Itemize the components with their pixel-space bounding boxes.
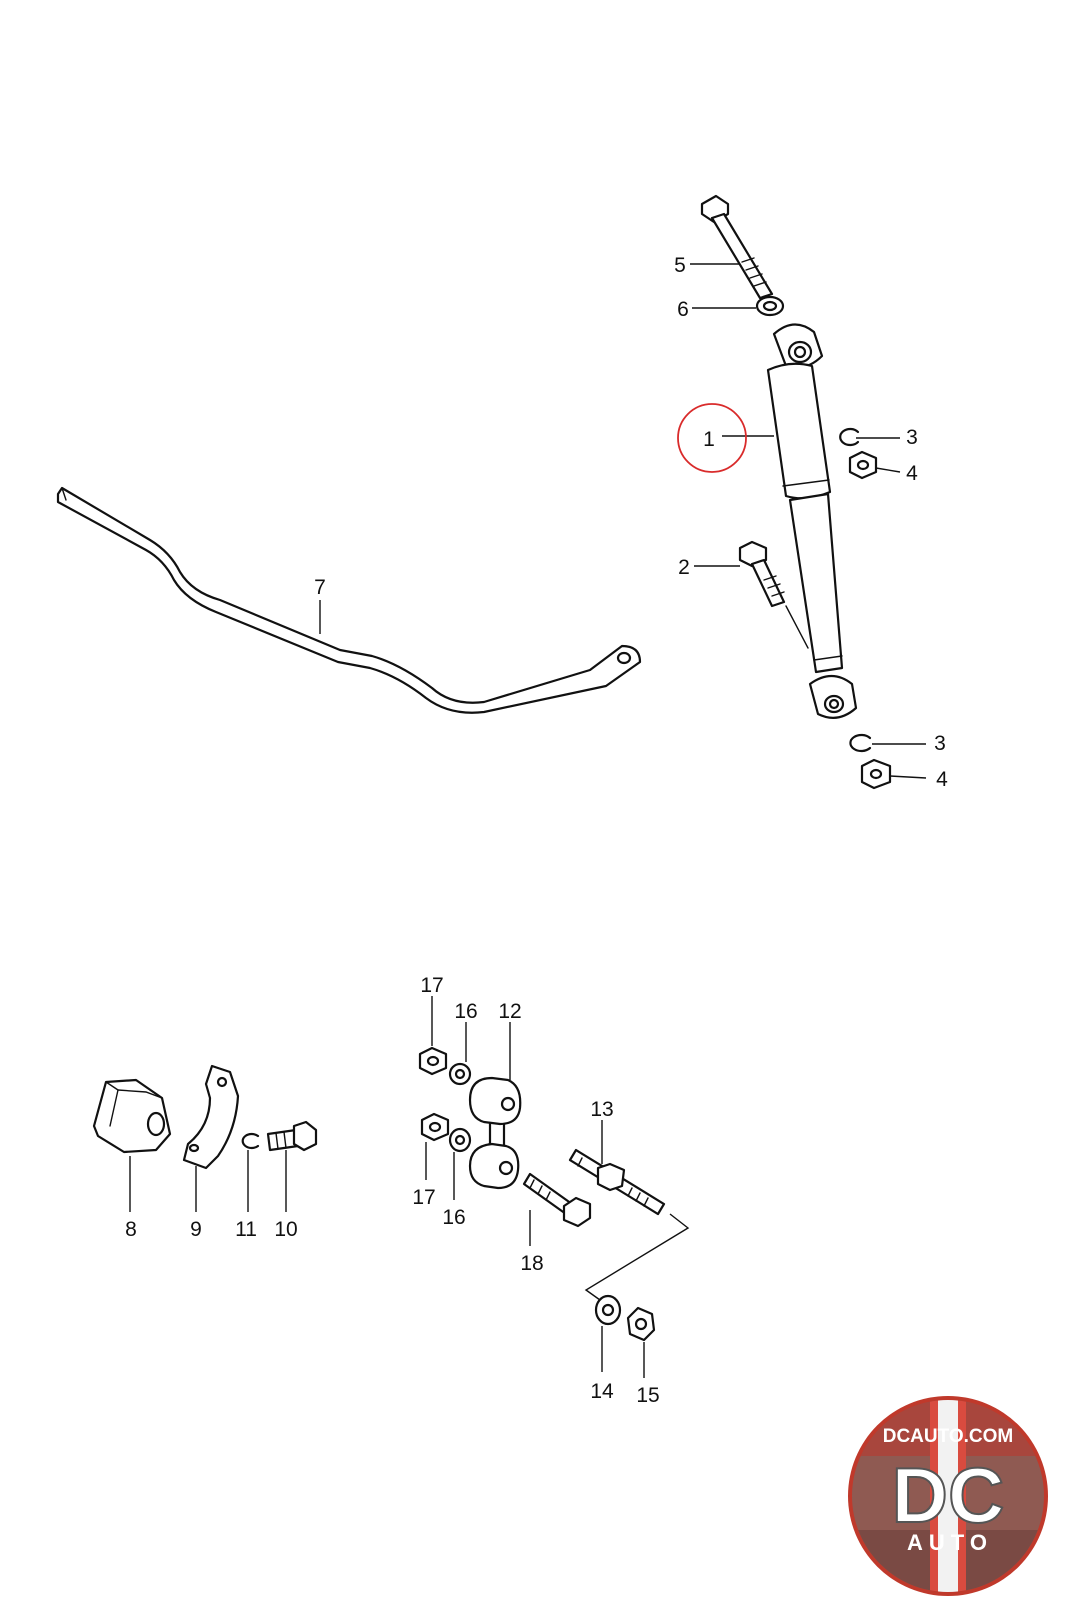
link-upper-washer[interactable] (448, 1062, 472, 1086)
callout-labels: 1 2 3 3 4 4 5 6 7 8 9 10 11 12 13 14 15 … (125, 254, 948, 1407)
stud-washer[interactable] (594, 1294, 622, 1326)
logo-main-text: DC (892, 1451, 1005, 1539)
dcauto-logo: DCAUTO.COM DC AUTO (848, 1396, 1048, 1596)
callout-5[interactable]: 5 (674, 254, 686, 277)
callout-13[interactable]: 13 (590, 1098, 613, 1121)
link-lower-washer[interactable] (448, 1127, 472, 1153)
callout-17-upper[interactable]: 17 (420, 974, 443, 997)
upper-mount-washer[interactable] (755, 295, 785, 317)
callout-15[interactable]: 15 (636, 1384, 659, 1407)
callout-4-lower[interactable]: 4 (936, 768, 948, 791)
stud-nut[interactable] (626, 1306, 656, 1342)
highlight-circle (677, 403, 747, 473)
upper-nut[interactable] (848, 450, 878, 480)
callout-2[interactable]: 2 (678, 556, 690, 579)
clamp-lock-washer[interactable] (241, 1132, 260, 1150)
callout-9[interactable]: 9 (190, 1218, 202, 1241)
upper-mount-bolt[interactable] (700, 194, 774, 300)
shock-absorber-assembly (700, 194, 892, 790)
stabilizer-bushing[interactable] (92, 1078, 172, 1154)
lower-mount-bolt[interactable] (738, 540, 809, 649)
logo-sub-text: AUTO (907, 1530, 993, 1555)
clamp-bolt[interactable] (266, 1120, 318, 1152)
link-lower-nut[interactable] (420, 1112, 450, 1142)
callout-11[interactable]: 11 (235, 1218, 257, 1241)
callout-18[interactable]: 18 (520, 1252, 543, 1275)
callout-8[interactable]: 8 (125, 1218, 137, 1241)
logo-url-text: DCAUTO.COM (883, 1426, 1014, 1447)
callout-16-lower[interactable]: 16 (442, 1206, 465, 1229)
link-stud[interactable] (568, 1148, 666, 1216)
callout-14[interactable]: 14 (590, 1380, 614, 1403)
callout-3-upper[interactable]: 3 (906, 426, 918, 449)
callout-10[interactable]: 10 (274, 1218, 297, 1241)
lower-retaining-clip[interactable] (849, 733, 872, 753)
callout-17-lower[interactable]: 17 (412, 1186, 435, 1209)
callout-leaders (129, 263, 927, 1378)
link-upper-nut[interactable] (418, 1046, 448, 1076)
bushing-clamp-group (92, 1064, 318, 1170)
callout-1[interactable]: 1 (703, 428, 715, 451)
stabilizer-bar[interactable] (56, 486, 642, 714)
callout-12[interactable]: 12 (498, 1000, 521, 1023)
callout-3-lower[interactable]: 3 (934, 732, 946, 755)
drop-link-group (418, 1046, 690, 1342)
assembly-leader (584, 1213, 690, 1301)
shock-absorber[interactable] (766, 323, 858, 719)
callout-6[interactable]: 6 (677, 298, 689, 321)
link-bolt[interactable] (522, 1172, 592, 1228)
bushing-clamp[interactable] (182, 1064, 240, 1170)
lower-nut[interactable] (860, 758, 892, 790)
stabilizer-link[interactable] (468, 1076, 522, 1190)
callout-4-upper[interactable]: 4 (906, 462, 918, 485)
callout-16-upper[interactable]: 16 (454, 1000, 477, 1023)
callout-7[interactable]: 7 (314, 576, 326, 599)
upper-retaining-clip[interactable] (839, 427, 860, 447)
